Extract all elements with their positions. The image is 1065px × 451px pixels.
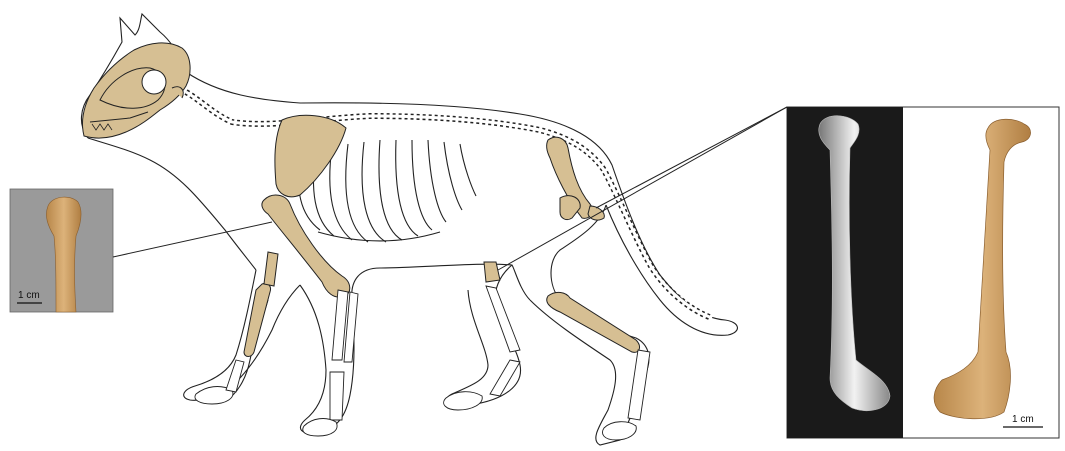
left-scale-label: 1 cm [18, 290, 40, 301]
radius-ulna-far [244, 283, 271, 356]
left-inset-photo: 1 cm [10, 189, 113, 312]
right-scale-label: 1 cm [1012, 414, 1034, 425]
femur-highlighted [560, 196, 580, 220]
skull-bone [82, 43, 190, 138]
right-connector-line-top [596, 107, 787, 208]
forelimb-lower-near [195, 290, 358, 436]
skull [82, 43, 190, 138]
left-connector-line [113, 222, 272, 257]
right-inset: 1 cm [787, 107, 1059, 438]
tibia-highlighted [547, 292, 640, 352]
scapula [275, 115, 346, 196]
hindlimb-lower [444, 286, 650, 440]
humerus-far [264, 252, 278, 286]
humerus-highlighted [262, 195, 350, 297]
femur-far-highlighted [484, 262, 500, 282]
